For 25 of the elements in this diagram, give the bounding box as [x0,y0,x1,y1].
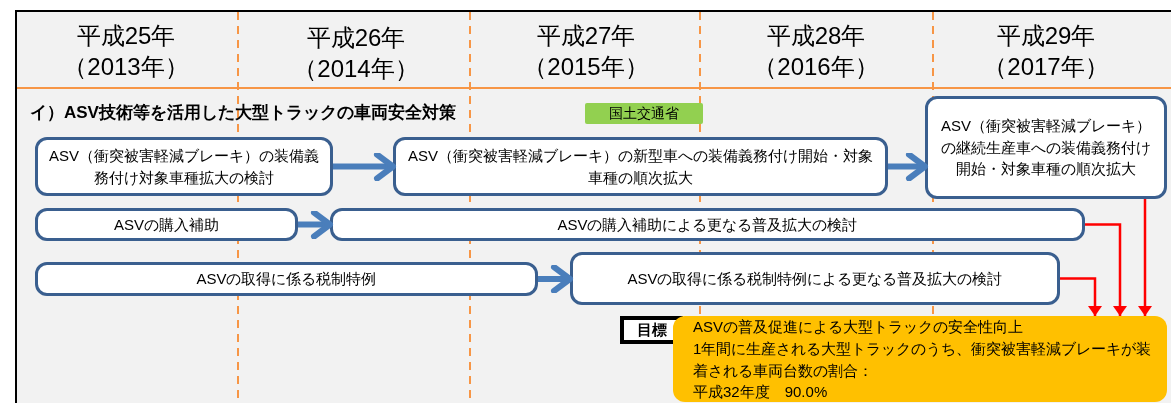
arrow [538,264,573,294]
year-heading: 平成25年（2013年） [62,21,190,82]
year-heading: 平成29年（2017年） [982,21,1110,82]
measure-box: ASVの購入補助 [35,208,298,241]
measure-box: ASV（衝突被害軽減ブレーキ）の継続生産車への装備義務付け開始・対象車種の順次拡大 [925,96,1167,199]
measure-box: ASV（衝突被害軽減ブレーキ）の装備義務付け対象車種拡大の検討 [35,137,333,196]
section-heading: イ）ASV技術等を活用した大型トラックの車両安全対策 [30,102,457,124]
measure-box: ASVの取得に係る税制特例 [35,262,538,296]
measure-box: ASVの取得に係る税制特例による更なる普及拡大の検討 [570,252,1060,305]
arrow [888,151,928,182]
goal-text: 平成32年度 90.0% [693,382,828,403]
arrow [333,151,396,182]
year-heading: 平成27年（2015年） [522,21,650,82]
goal-title: ASVの普及促進による大型トラックの安全性向上 [693,317,1023,337]
year-heading: 平成28年（2016年） [752,21,880,82]
measure-box: ASV（衝突被害軽減ブレーキ）の新型車への装備義務付け開始・対象車種の順次拡大 [393,137,888,196]
year-heading: 平成26年（2014年） [292,23,420,84]
arrow [1138,199,1152,316]
goal-panel [673,316,1167,402]
arrow [1085,223,1127,316]
arrow [1060,277,1102,316]
arrow [298,209,333,240]
goal-text: 1年間に生産される大型トラックのうち、衝突被害軽減ブレーキが装着される車両台数の割合： [693,338,1153,381]
measure-box: ASVの購入補助による更なる普及拡大の検討 [330,208,1085,241]
ministry-tag: 国土交通省 [585,103,703,124]
